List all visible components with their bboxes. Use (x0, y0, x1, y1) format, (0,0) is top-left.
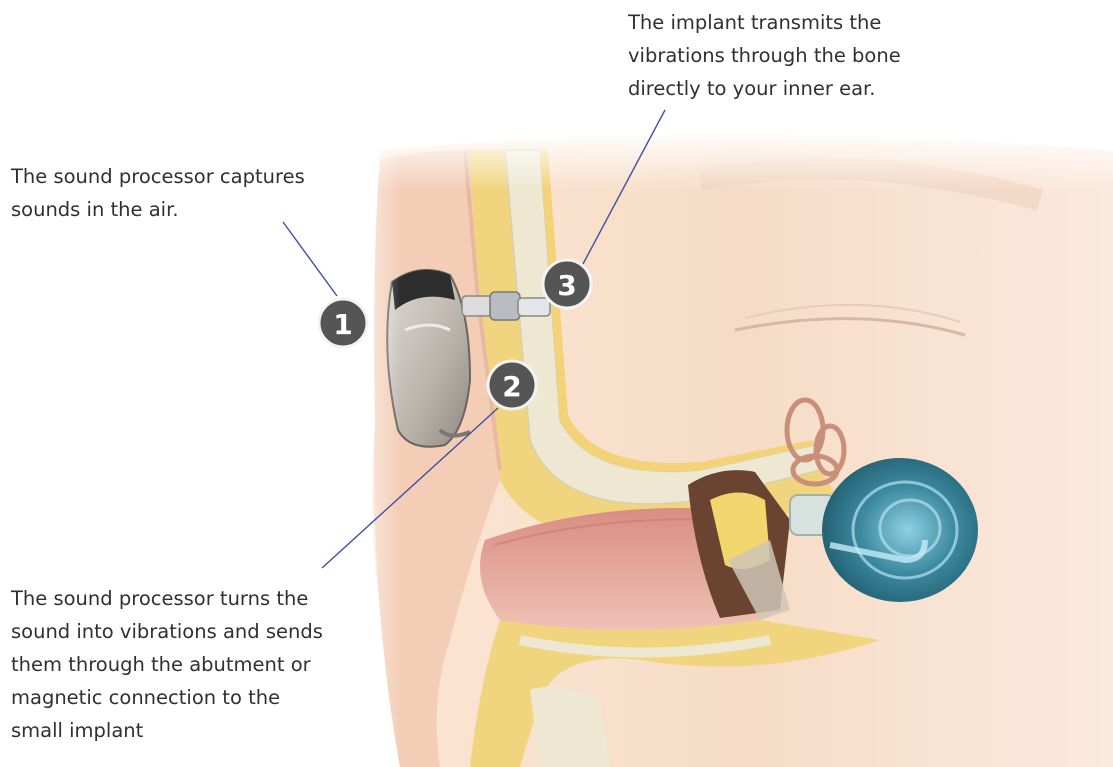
caption-implant-transmits: The implant transmits the vibrations thr… (628, 6, 901, 105)
caption-2-line-4: magnetic connection to the (11, 681, 323, 714)
marker-2: 2 (488, 361, 536, 409)
left-fade (340, 130, 400, 767)
leader-line-1 (283, 222, 337, 296)
marker-3: 3 (543, 260, 591, 308)
caption-2-line-1: The sound processor turns the (11, 582, 323, 615)
marker-3-label: 3 (557, 269, 576, 302)
top-fade (360, 130, 1113, 190)
caption-processor-turns-sound: The sound processor turns the sound into… (11, 582, 323, 747)
caption-2-line-3: them through the abutment or (11, 648, 323, 681)
marker-2-label: 2 (502, 370, 521, 403)
caption-1-line-1: The sound processor captures (11, 160, 305, 193)
caption-1-line-2: sounds in the air. (11, 193, 305, 226)
caption-2-line-5: small implant (11, 714, 323, 747)
caption-3-line-3: directly to your inner ear. (628, 72, 901, 105)
marker-1: 1 (319, 299, 367, 347)
caption-processor-captures: The sound processor captures sounds in t… (11, 160, 305, 226)
caption-2-line-2: sound into vibrations and sends (11, 615, 323, 648)
marker-1-label: 1 (333, 308, 352, 341)
cochlea (822, 458, 978, 602)
caption-3-line-2: vibrations through the bone (628, 39, 901, 72)
caption-3-line-1: The implant transmits the (628, 6, 901, 39)
